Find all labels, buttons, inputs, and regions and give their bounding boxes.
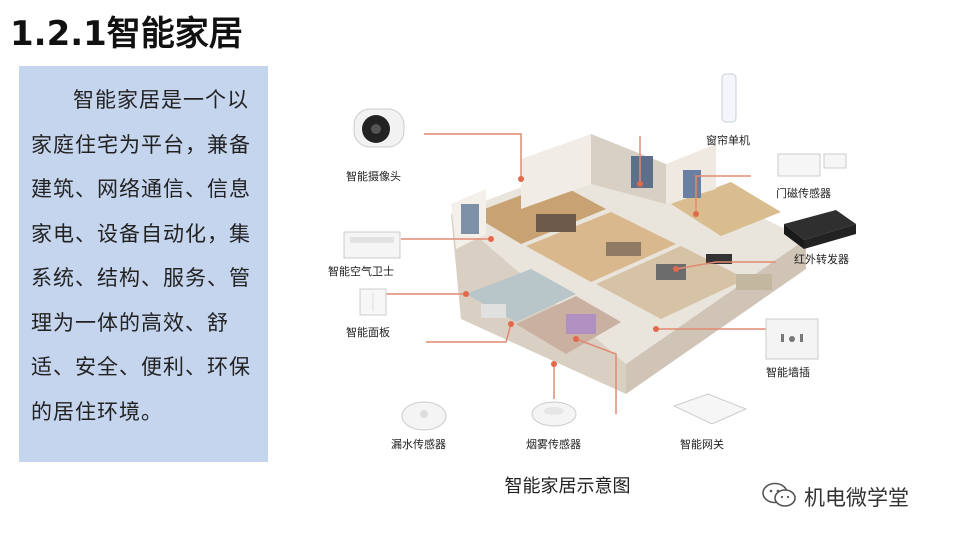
smoke-sensor-device: 烟雾传感器 [526,401,581,451]
water-sensor-device: 漏水传感器 [391,401,447,451]
water-sensor-label: 漏水传感器 [391,438,446,451]
smart-home-diagram: 智能摄像头 窗帘单机 门磁传感器 智能空气卫士 红外转发器 [276,64,903,460]
curtain-device: 窗帘单机 [706,73,750,147]
panel-label: 智能面板 [346,325,390,339]
air-guard-device: 智能空气卫士 [328,231,401,278]
socket-device: 智能墙插 [765,318,819,379]
wechat-icon [762,481,798,513]
camera-device: 智能摄像头 [346,108,405,183]
ir-transmitter-device: 红外转发器 [784,210,856,266]
door-sensor-label: 门磁传感器 [776,186,831,200]
door-sensor-device: 门磁传感器 [776,153,847,200]
ir-transmitter-label: 红外转发器 [794,252,849,266]
smoke-sensor-label: 烟雾传感器 [526,437,581,451]
figure-caption: 智能家居示意图 [504,476,631,497]
watermark: 机电微学堂 [762,482,909,512]
curtain-label: 窗帘单机 [706,133,750,147]
socket-label: 智能墙插 [766,365,810,379]
house-illustration [451,134,806,394]
description-panel: 智能家居是一个以家庭住宅为平台，兼备建筑、网络通信、信息家电、设备自动化，集系统… [19,66,268,462]
camera-label: 智能摄像头 [346,169,401,183]
connector-dots [463,176,699,367]
gateway-device: 智能网关 [672,393,748,451]
air-guard-label: 智能空气卫士 [328,264,394,278]
panel-device: 智能面板 [346,288,390,339]
connector-lines [386,133,776,414]
watermark-text: 机电微学堂 [804,486,909,510]
gateway-label: 智能网关 [680,437,724,451]
page-title: 1.2.1智能家居 [10,14,243,54]
description-text: 智能家居是一个以家庭住宅为平台，兼备建筑、网络通信、信息家电、设备自动化，集系统… [31,88,251,424]
